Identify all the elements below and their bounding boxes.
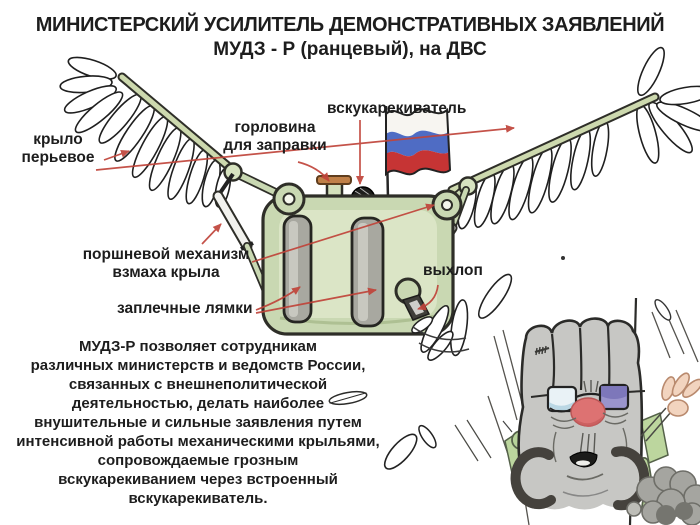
raised-hand: [640, 372, 700, 442]
left-wing: [59, 56, 240, 208]
filler-cap: [316, 175, 352, 185]
flying-feathers: [328, 256, 565, 470]
arrow-to-right-piston: [251, 203, 435, 263]
right-wing: [447, 46, 700, 230]
arrow-to-left-piston: [201, 223, 222, 245]
arrow-to-exhaust: [417, 284, 439, 311]
red-nose: [570, 397, 606, 427]
left-ear-headphone: [510, 447, 556, 510]
smoke-cloud: [626, 466, 700, 525]
arrow-to-left-strap: [255, 286, 301, 311]
arrow-to-filler-neck: [297, 161, 330, 182]
label-piston-mechanism: поршневой механизм взмаха крыла: [82, 246, 250, 281]
label-exhaust: выхлоп: [423, 262, 483, 279]
exhaust-pipe: [394, 277, 431, 321]
backpack-device: [261, 175, 463, 336]
spokesman-character: [487, 297, 700, 525]
label-feather-wing: крыло перьевое: [21, 131, 95, 166]
label-filler-neck: горловина для заправки: [223, 119, 327, 154]
label-shoulder-straps: заплечные лямки: [117, 300, 253, 317]
arrow-to-left-wing: [103, 149, 130, 161]
scar-stitches: [534, 345, 550, 356]
description-text: МУДЗ-Р позволяет сотрудникам различных м…: [16, 338, 380, 507]
annotation-arrows: [95, 120, 515, 314]
glasses: [546, 383, 630, 413]
russian-flag: [384, 105, 452, 200]
label-crower: вскукарекиватель: [327, 100, 467, 117]
poster-subtitle: МУДЗ - Р (ранцевый), на ДВС: [213, 39, 487, 60]
arrow-to-right-strap: [255, 287, 377, 314]
shoulder-strap-right: [350, 216, 385, 328]
poster-title: МИНИСТЕРСКИЙ УСИЛИТЕЛЬ ДЕМОНСТРАТИВНЫХ З…: [35, 14, 665, 36]
mouth: [569, 451, 598, 468]
small-feather-doodle: [328, 390, 368, 406]
arrow-to-right-wing: [95, 124, 515, 171]
